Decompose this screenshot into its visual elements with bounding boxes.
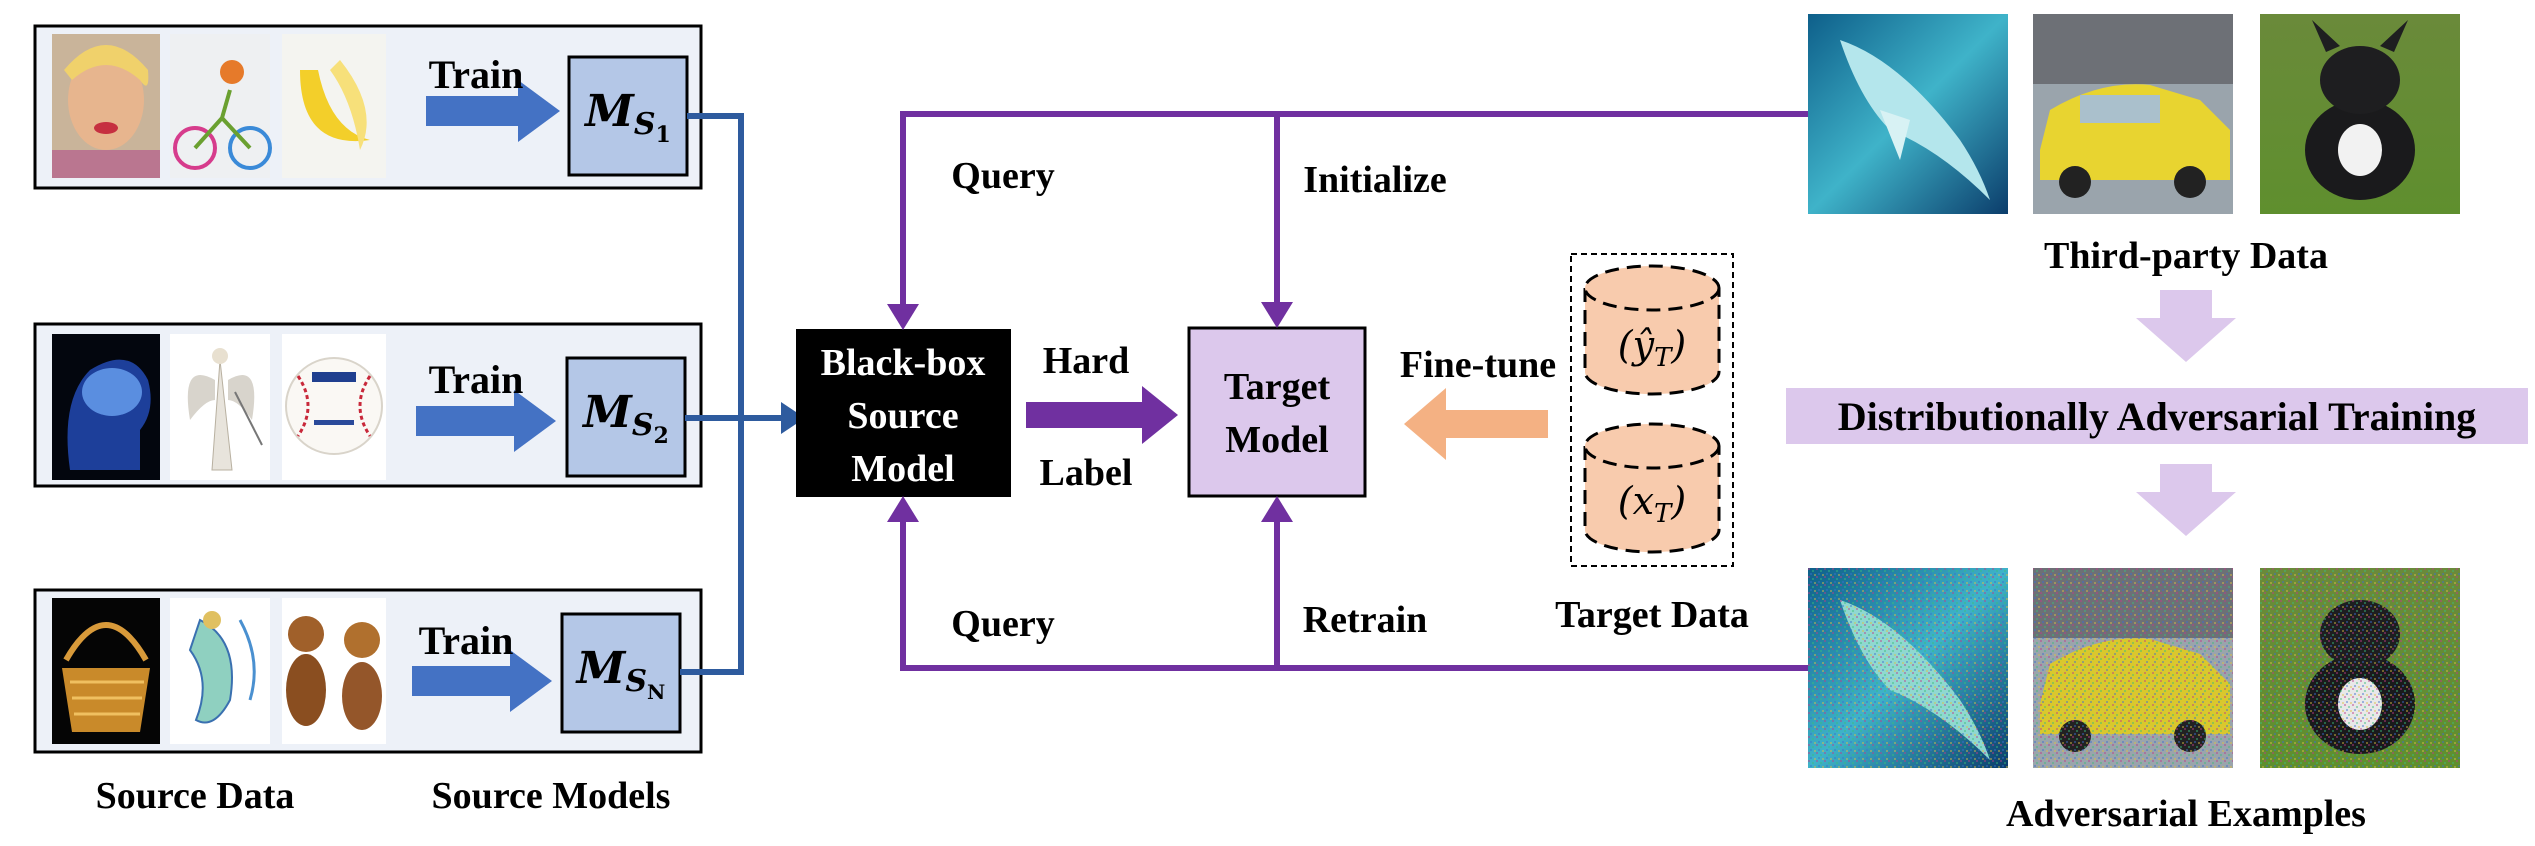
source-model-3-label: MSN <box>575 643 666 704</box>
initialize-arrowhead <box>1261 302 1293 328</box>
train-label-1: Train <box>429 52 524 97</box>
image-adversarial-shark <box>1808 568 2008 768</box>
image-brain-head <box>52 334 160 480</box>
third-party-data-caption: Third-party Data <box>2044 235 2328 277</box>
cylinder-bottom-label: (xT) <box>1618 479 1686 529</box>
hard-label-bottom: Label <box>1040 452 1133 494</box>
target-model-line2: Model <box>1225 419 1328 461</box>
query-bottom-label: Query <box>951 603 1054 645</box>
query-top-arrowhead <box>887 304 919 330</box>
retrain-arrowhead <box>1261 496 1293 522</box>
target-model-line1: Target <box>1224 366 1331 408</box>
source-data-caption: Source Data <box>96 775 295 817</box>
target-data-box <box>1570 253 1734 567</box>
blackbox-line3: Model <box>851 448 954 490</box>
fine-tune-arrow-shaft <box>1444 410 1548 438</box>
source-row-3: Train MSN <box>33 588 703 754</box>
target-model <box>1187 326 1367 498</box>
image-adversarial-taxi <box>2033 568 2233 768</box>
image-angel <box>170 334 270 480</box>
retrain-label: Retrain <box>1303 599 1428 641</box>
cylinder-inputs: (xT) <box>1583 422 1721 554</box>
source-model-2 <box>565 356 687 478</box>
image-teddy-bears <box>282 598 386 744</box>
image-shark <box>1808 14 2008 214</box>
source-row-1: Train MS1 <box>33 24 703 190</box>
source-model-1 <box>567 55 689 177</box>
target-data-caption: Target Data <box>1555 594 1749 636</box>
cylinder-top-label: (ŷT) <box>1618 323 1686 373</box>
image-basket <box>52 598 160 744</box>
hard-label-top: Hard <box>1043 340 1130 382</box>
query-top-label: Query <box>951 155 1054 197</box>
train-label-2: Train <box>429 357 524 402</box>
train-label-3: Train <box>419 618 514 663</box>
train-arrow-1-shaft <box>426 96 520 126</box>
blackbox-line1: Black-box <box>821 342 986 384</box>
fine-tune-arrow-head <box>1404 388 1446 460</box>
image-cyclist <box>170 34 272 178</box>
image-marilyn <box>52 34 160 178</box>
blackbox-source-model <box>796 329 1011 497</box>
image-bulldog <box>2260 14 2460 214</box>
source-models-caption: Source Models <box>432 775 671 817</box>
hard-label-arrow-shaft <box>1026 402 1144 428</box>
dat-label: Distributionally Adversarial Training <box>1838 394 2477 439</box>
adversarial-examples-caption: Adversarial Examples <box>2006 793 2366 835</box>
image-banana <box>282 34 386 178</box>
fine-tune-label: Fine-tune <box>1400 344 1556 386</box>
top-loop <box>900 111 1808 318</box>
connector-arrowhead <box>781 402 805 434</box>
image-adversarial-bulldog <box>2260 568 2460 768</box>
train-arrow-3-head <box>510 650 552 712</box>
hard-label-arrow-head <box>1142 386 1178 444</box>
source-models-connector <box>680 113 785 675</box>
source-row-2: Train MS2 <box>33 322 703 488</box>
source-model-1-label: MS1 <box>583 86 671 148</box>
bottom-loop <box>900 508 1808 671</box>
source-model-2-label: MS2 <box>581 387 669 449</box>
query-bottom-arrowhead <box>887 496 919 522</box>
train-arrow-3-shaft <box>412 666 512 696</box>
dat-banner <box>1786 388 2528 444</box>
image-baseball <box>282 334 386 480</box>
lilac-arrow-down-1 <box>2136 290 2236 362</box>
blackbox-line2: Source <box>847 395 958 437</box>
lilac-arrow-down-2 <box>2136 464 2236 536</box>
train-arrow-1-head <box>518 80 560 142</box>
image-taxi <box>2033 14 2233 214</box>
initialize-label: Initialize <box>1303 159 1447 201</box>
image-sketch-figure <box>170 598 270 744</box>
train-arrow-2-head <box>514 390 556 452</box>
cylinder-labels: (ŷT) <box>1583 264 1721 396</box>
train-arrow-2-shaft <box>416 406 516 436</box>
